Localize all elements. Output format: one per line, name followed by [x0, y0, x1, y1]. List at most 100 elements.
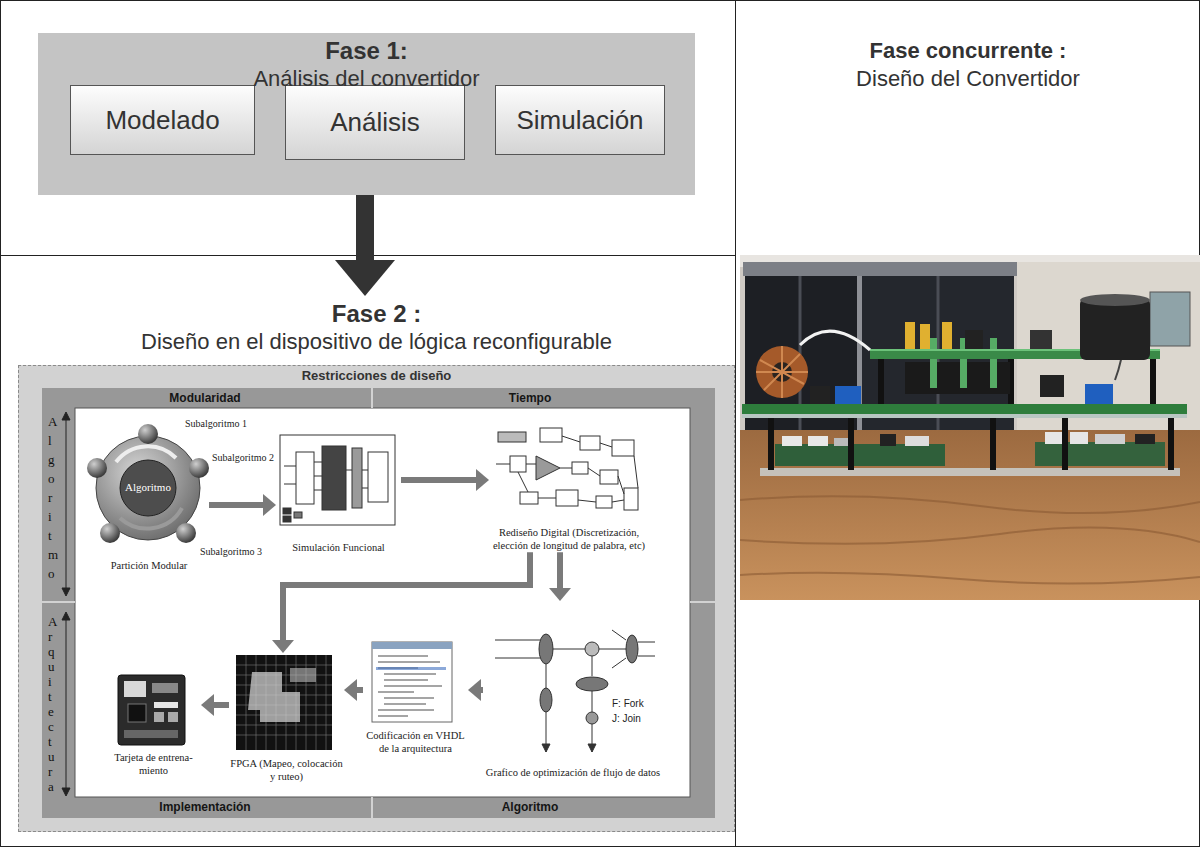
converter-photo — [760, 468, 1180, 476]
dataflow-graph-figure — [586, 712, 598, 724]
functional-simulation-figure — [314, 490, 322, 491]
functional-simulation-figure — [322, 446, 346, 510]
digital-redesign-figure — [560, 468, 572, 469]
converter-photo — [740, 255, 1200, 600]
dataflow-graph-figure — [588, 744, 596, 752]
arrow-shaft — [283, 552, 530, 641]
arrow-shaft — [356, 687, 363, 693]
design-step: Partición Modular — [89, 426, 209, 572]
converter-photo — [965, 330, 983, 349]
digital-redesign-figure — [498, 432, 526, 442]
dataflow-graph-figure — [542, 744, 550, 752]
step-caption: Codificación en VHDL de la arquitectura — [363, 729, 468, 755]
digital-redesign-figure — [540, 428, 562, 442]
converter-photo — [878, 358, 884, 404]
axis-arrow — [62, 412, 70, 420]
arrow-head — [201, 694, 214, 716]
label-holder: Diseño del Convertidor — [856, 66, 1080, 92]
converter-photo — [743, 262, 1017, 276]
dataflow-graph-figure — [638, 642, 655, 643]
dataflow-graph-figure — [495, 630, 655, 752]
training-board-figure — [124, 730, 178, 738]
converter-photo — [1070, 432, 1088, 444]
modular-partition-figure — [87, 424, 209, 543]
constraint-label: Implementación — [159, 800, 250, 814]
converter-photo — [1150, 292, 1190, 346]
constraint-frame — [18, 365, 735, 832]
axis-arrow — [62, 612, 70, 620]
converter-photo — [742, 414, 1187, 418]
figure-label: Subalgoritmo 2 — [212, 452, 274, 463]
label-holder: Subalgoritmo 2 — [212, 452, 274, 463]
flow-arrow — [468, 679, 483, 701]
training-board-figure — [152, 683, 178, 693]
step-caption: FPGA (Mapeo, colocación y ruteo) — [229, 757, 344, 783]
arrow-head — [263, 494, 276, 516]
functional-simulation-figure — [280, 435, 395, 525]
converter-photo — [835, 386, 861, 404]
digital-redesign-figure — [538, 498, 556, 499]
converter-photo — [768, 418, 774, 470]
converter-photo — [1045, 432, 1063, 444]
training-board-figure — [118, 675, 185, 745]
dataflow-graph-figure — [576, 677, 608, 691]
axis-arrow — [62, 588, 70, 596]
figure-label: Subalgoritmo 1 — [185, 418, 247, 429]
flow-arrow — [272, 552, 530, 653]
dataflow-graph-figure — [495, 658, 540, 659]
digital-redesign-figure — [600, 470, 618, 484]
converter-photo — [810, 386, 830, 404]
converter-photo — [1062, 418, 1068, 470]
modular-partition-figure — [87, 458, 107, 478]
constraint-frame — [690, 601, 715, 603]
functional-simulation-figure — [283, 516, 291, 522]
functional-simulation-figure — [346, 470, 352, 471]
axis-label: Algoritmo — [48, 412, 49, 583]
converter-photo — [1035, 442, 1165, 466]
digital-redesign-figure — [496, 464, 510, 465]
box-text: Análisis — [330, 107, 420, 138]
label-holder: Algoritmo — [48, 412, 49, 583]
phase-panel: Fase 1:Análisis del convertidorModeladoA… — [38, 33, 695, 195]
label-holder: Subalgoritmo 3 — [200, 546, 262, 557]
arrow-head — [476, 469, 489, 491]
modular-partition-figure — [120, 460, 176, 516]
modular-partition-figure — [176, 523, 196, 543]
flow-arrow — [335, 195, 395, 296]
design-step: Tarjeta de entrena- miento — [106, 673, 201, 777]
functional-simulation-figure — [294, 512, 302, 518]
arrow-shaft — [213, 702, 229, 708]
vhdl-code-figure — [376, 667, 446, 670]
phase-subtitle: Diseño en el dispositivo de lógica recon… — [18, 329, 735, 355]
training-board-figure — [168, 712, 178, 722]
modular-partition-figure — [189, 458, 209, 478]
converter-photo — [1080, 298, 1150, 360]
functional-simulation-figure — [284, 484, 296, 485]
dataflow-graph-figure — [539, 634, 553, 664]
converter-photo — [834, 438, 848, 446]
flow-arrow — [549, 552, 571, 601]
converter-photo — [742, 404, 1187, 414]
converter-photo — [1135, 434, 1155, 444]
arrow-shaft — [557, 552, 563, 589]
converter-photo — [800, 331, 870, 350]
digital-redesign-figure — [510, 456, 526, 472]
dataflow-graph-figure — [592, 656, 593, 676]
flow-arrow — [209, 494, 276, 516]
vhdl-code-figure — [378, 656, 442, 716]
process-box: Modelado — [70, 85, 255, 155]
converter-photo — [930, 338, 937, 388]
converter-photo — [740, 430, 1200, 600]
box-text: Simulación — [516, 105, 643, 136]
training-board-figure — [154, 702, 178, 708]
axis-arrow — [66, 418, 67, 590]
design-step: Simulación Funcional — [276, 433, 401, 554]
modular-partition-figure — [100, 523, 120, 543]
functional-simulation-figure — [314, 462, 322, 463]
axis-arrow — [62, 412, 70, 796]
digital-redesign-figure — [618, 476, 624, 494]
fpga-layout-figure — [290, 668, 316, 682]
converter-photo — [1168, 418, 1174, 470]
